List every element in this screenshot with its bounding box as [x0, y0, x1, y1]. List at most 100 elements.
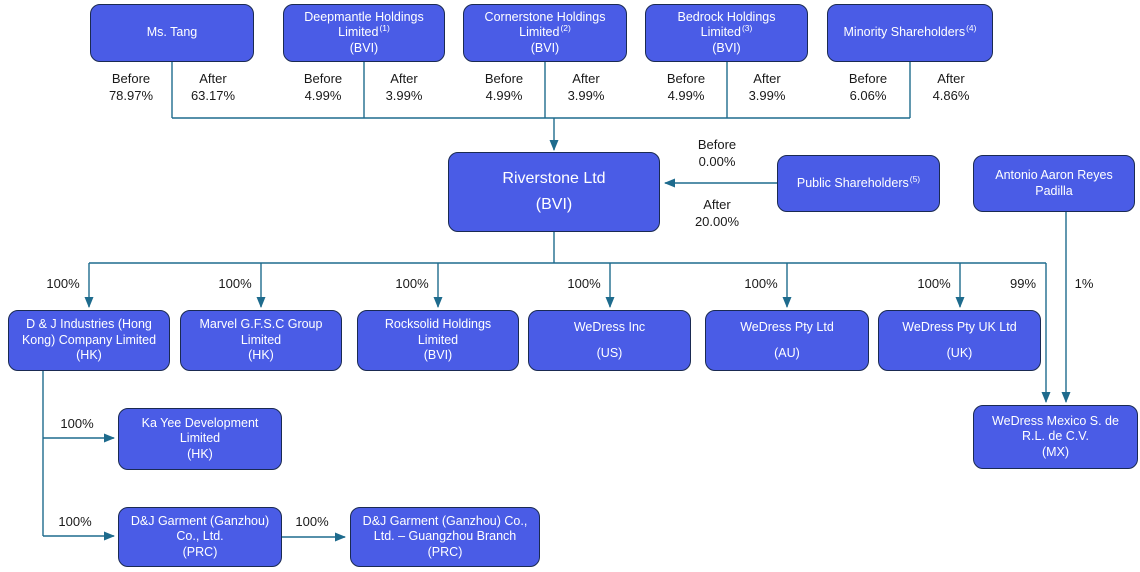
- entity-jurisdiction: (BVI): [712, 40, 741, 55]
- before-label: Before: [666, 71, 706, 86]
- entity-name: D&J Garment (Ganzhou) Co., Ltd.: [130, 513, 270, 544]
- entity-name: Riverstone Ltd: [502, 170, 606, 188]
- after-value: 4.86%: [932, 88, 970, 103]
- after-value: 63.17%: [190, 88, 236, 103]
- node-bedrock: Bedrock Holdings Limited(3) (BVI): [645, 4, 808, 62]
- after-value: 3.99%: [385, 88, 423, 103]
- node-minority-shareholders: Minority Shareholders(4): [827, 4, 993, 62]
- entity-name: Minority Shareholders(4): [843, 23, 977, 40]
- entity-name: Bedrock Holdings Limited(3): [677, 9, 776, 40]
- node-guangzhou-branch: D&J Garment (Ganzhou) Co., Ltd. – Guangz…: [350, 507, 540, 567]
- pct-mexico-from-riverstone: 99%: [1009, 276, 1037, 291]
- entity-jurisdiction: (AU): [774, 345, 800, 360]
- node-riverstone: Riverstone Ltd (BVI): [448, 152, 660, 232]
- entity-name: WeDress Inc: [573, 320, 646, 334]
- after-value: 20.00%: [694, 214, 740, 229]
- ownership-public-before: Before 0.00%: [664, 136, 770, 170]
- after-label: After: [937, 71, 965, 86]
- node-wedress-uk: WeDress Pty UK Ltd (UK): [878, 310, 1041, 371]
- entity-jurisdiction: (BVI): [423, 348, 453, 363]
- entity-name: Public Shareholders(5): [796, 173, 921, 190]
- ownership-bedrock-before: Before 4.99%: [633, 70, 739, 104]
- entity-jurisdiction: (BVI): [530, 40, 560, 55]
- entity-jurisdiction: (BVI): [349, 40, 379, 55]
- before-value: 4.99%: [304, 88, 342, 103]
- after-value: 3.99%: [748, 88, 786, 103]
- ownership-minority-after: After 4.86%: [898, 70, 1004, 104]
- before-value: 0.00%: [698, 154, 736, 169]
- footnote-marker: (4): [966, 23, 977, 34]
- pct-dj-industries: 100%: [46, 276, 80, 291]
- node-wedress-mexico: WeDress Mexico S. de R.L. de C.V. (MX): [973, 405, 1138, 469]
- entity-name: Marvel G.F.S.C Group Limited: [199, 317, 323, 347]
- ownership-bedrock-after: After 3.99%: [714, 70, 820, 104]
- before-label: Before: [848, 71, 888, 86]
- entity-name: WeDress Pty Ltd: [740, 320, 834, 334]
- footnote-marker: (2): [560, 23, 571, 34]
- node-public-shareholders: Public Shareholders(5): [777, 155, 940, 212]
- entity-name: WeDress Mexico S. de R.L. de C.V.: [992, 413, 1119, 444]
- pct-wedress-au: 100%: [744, 276, 778, 291]
- ownership-public-after: After 20.00%: [664, 196, 770, 230]
- ownership-deepmantle-before: Before 4.99%: [270, 70, 376, 104]
- node-rocksolid: Rocksolid Holdings Limited (BVI): [357, 310, 519, 371]
- before-label: Before: [697, 137, 737, 152]
- after-label: After: [572, 71, 600, 86]
- after-label: After: [703, 197, 731, 212]
- pct-marvel: 100%: [218, 276, 252, 291]
- pct-wedress-inc: 100%: [567, 276, 601, 291]
- entity-name: D&J Garment (Ganzhou) Co., Ltd. – Guangz…: [362, 513, 528, 544]
- entity-name: Cornerstone Holdings Limited(2): [484, 9, 606, 40]
- before-label: Before: [111, 71, 151, 86]
- entity-name: D & J Industries (Hong Kong) Company Lim…: [21, 317, 157, 347]
- entity-name: Ms. Tang: [146, 25, 198, 40]
- node-deepmantle: Deepmantle Holdings Limited(1) (BVI): [283, 4, 445, 62]
- entity-name: WeDress Pty UK Ltd: [902, 320, 1017, 334]
- pct-wedress-uk: 100%: [917, 276, 951, 291]
- after-label: After: [199, 71, 227, 86]
- footnote-marker: (1): [379, 23, 390, 34]
- entity-jurisdiction: (MX): [1041, 444, 1070, 459]
- footnote-marker: (3): [741, 23, 753, 34]
- node-antonio-padilla: Antonio Aaron Reyes Padilla: [973, 155, 1135, 212]
- node-cornerstone: Cornerstone Holdings Limited(2) (BVI): [463, 4, 627, 62]
- entity-jurisdiction: (PRC): [182, 544, 218, 559]
- pct-dj-garment: 100%: [58, 514, 92, 529]
- before-value: 4.99%: [667, 88, 705, 103]
- entity-jurisdiction: (HK): [187, 446, 213, 461]
- before-label: Before: [303, 71, 343, 86]
- node-wedress-au: WeDress Pty Ltd (AU): [705, 310, 869, 371]
- node-ms-tang: Ms. Tang: [90, 4, 254, 62]
- pct-guangzhou-branch: 100%: [295, 514, 329, 529]
- entity-jurisdiction: (HK): [248, 348, 274, 363]
- entity-jurisdiction: (UK): [946, 345, 973, 360]
- ownership-cornerstone-after: After 3.99%: [533, 70, 639, 104]
- before-value: 6.06%: [849, 88, 887, 103]
- pct-mexico-from-antonio: 1%: [1074, 276, 1094, 291]
- pct-ka-yee: 100%: [60, 416, 94, 431]
- entity-jurisdiction: (BVI): [535, 196, 573, 213]
- ownership-deepmantle-after: After 3.99%: [351, 70, 457, 104]
- ownership-cornerstone-before: Before 4.99%: [451, 70, 557, 104]
- entity-jurisdiction: (US): [596, 345, 623, 360]
- entity-name: Antonio Aaron Reyes Padilla: [995, 168, 1113, 198]
- entity-name: Ka Yee Development Limited: [141, 415, 259, 446]
- entity-name: Rocksolid Holdings Limited: [384, 317, 492, 347]
- after-label: After: [753, 71, 781, 86]
- before-value: 4.99%: [485, 88, 523, 103]
- before-label: Before: [484, 71, 524, 86]
- node-dj-garment: D&J Garment (Ganzhou) Co., Ltd. (PRC): [118, 507, 282, 567]
- entity-jurisdiction: (PRC): [427, 544, 463, 559]
- node-ka-yee: Ka Yee Development Limited (HK): [118, 408, 282, 470]
- after-value: 3.99%: [567, 88, 605, 103]
- after-label: After: [390, 71, 418, 86]
- node-marvel: Marvel G.F.S.C Group Limited (HK): [180, 310, 342, 371]
- ownership-minority-before: Before 6.06%: [815, 70, 921, 104]
- entity-name: Deepmantle Holdings Limited(1): [304, 9, 424, 40]
- pct-rocksolid: 100%: [395, 276, 429, 291]
- node-dj-industries: D & J Industries (Hong Kong) Company Lim…: [8, 310, 170, 371]
- before-value: 78.97%: [108, 88, 154, 103]
- ownership-ms-tang-before: Before 78.97%: [78, 70, 184, 104]
